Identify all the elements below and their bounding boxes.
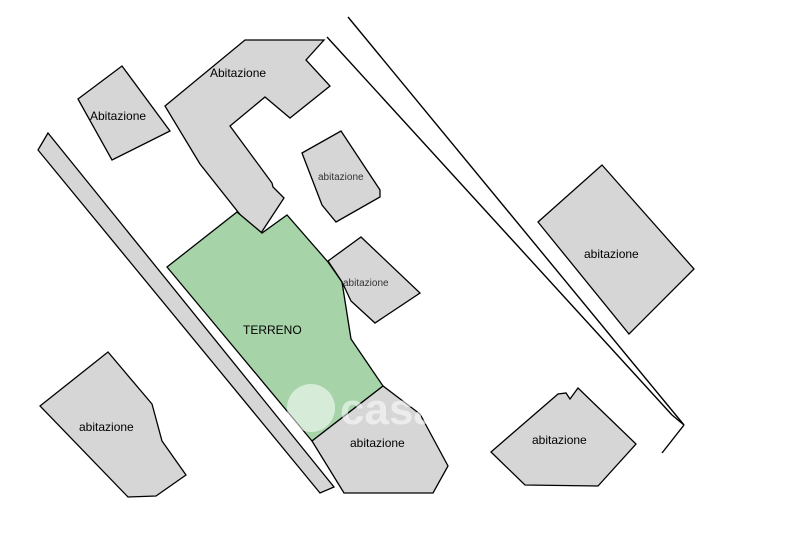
right-road-edge-right [347, 16, 685, 426]
label-abitazione-center-small: abitazione [318, 172, 364, 183]
label-abitazione-right: abitazione [584, 247, 639, 261]
building-abitazione-right [537, 164, 695, 335]
label-abitazione-bottomleft: abitazione [79, 420, 134, 434]
watermark-logo-icon [287, 384, 335, 432]
right-road-end [671, 414, 685, 426]
left-road-strip [37, 131, 336, 494]
label-abitazione-bottomright: abitazione [532, 433, 587, 447]
right-road-edge-left [326, 36, 673, 416]
watermark: casa.it [287, 384, 477, 434]
label-abitazione-topleft: Abitazione [90, 109, 146, 123]
building-abitazione-bottomcenter [311, 385, 449, 494]
building-abitazione-bottomright [490, 387, 637, 487]
right-road-end-tail [661, 424, 685, 454]
label-terreno: TERRENO [243, 323, 302, 337]
building-abitazione-center-right-small [327, 236, 422, 324]
building-abitazione-bottomleft [39, 351, 187, 498]
label-abitazione-top: Abitazione [210, 66, 266, 80]
label-abitazione-center-right-small: abitazione [343, 278, 389, 289]
label-abitazione-bottomcenter: abitazione [350, 436, 405, 450]
watermark-text: casa.it [340, 385, 477, 434]
building-abitazione-center-small [301, 130, 381, 223]
building-abitazione-topleft [77, 65, 171, 161]
